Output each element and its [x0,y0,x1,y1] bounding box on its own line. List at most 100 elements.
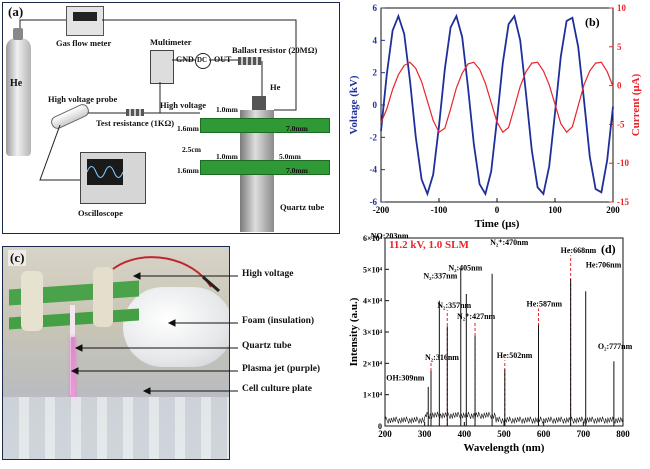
test-resistance-label: Test resistance (1KΩ) [96,118,175,128]
panel-d-label: (d) [601,242,616,256]
y-tick-label-d: 2×10⁴ [363,359,383,368]
oscilloscope-label: Oscilloscope [78,208,123,218]
y-axis-label-d: Intensity (a.u.) [348,297,360,366]
annotation-foam: Foam (insulation) [242,316,315,326]
current-series [380,61,614,134]
x-tick-label-b: 100 [548,205,562,215]
y-left-tick-label-b: -2 [370,132,378,142]
photo-frame [2,246,230,460]
multimeter [150,50,174,84]
dim-bot-50: 5.0mm [279,152,301,161]
spectrum-baseline [384,411,624,425]
peak-label: N₂:316nm [425,353,459,362]
bottom-plate [200,160,330,175]
holder-post-right [93,267,113,327]
peak-label: He:668nm [561,246,597,255]
dc-source: DC [195,53,211,69]
dim-top-16: 1.6mm [177,124,199,133]
gas-cylinder [6,38,31,156]
chart-title-d: 11.2 kV, 1.0 SLM [389,239,469,251]
panel-a-frame [2,2,340,234]
peak-label: N₂⁺:470nm [490,238,529,247]
peak-label: O₂:777nm [598,342,633,351]
annotation-arrows [70,272,238,395]
gas-flow-meter [66,6,104,36]
dim-bot-10: 1.0mm [216,152,238,161]
dim-top-10: 1.0mm [216,105,238,114]
hv-probe-label: High voltage probe [48,94,118,104]
y-tick-label-d: 1×10⁴ [363,391,383,400]
top-plate [200,118,330,133]
y-tick-label-d: 6×10⁴ [363,234,383,243]
annotation-high-voltage: High voltage [242,269,294,279]
gas-source-label: He [10,78,23,89]
multimeter-label: Multimeter [150,37,192,47]
test-resistor [126,109,144,116]
ballast-resistor-label: Ballast resistor (20MΩ) [232,45,318,55]
foam-insulation [123,287,229,367]
x-tick-label-d: 800 [616,429,630,439]
y-left-tick-label-b: -4 [370,165,378,175]
panel-c-label: (c) [8,250,27,266]
panel-c: (c) High voltage Foam (insulation) Quart… [0,240,355,464]
panel-d: 200 300 400 500 600 700 800 0 1×10⁴ 2×10⁴ 3×10⁴ 4×1… [345,230,650,464]
y-right-tick-label-b: -5 [617,119,625,129]
x-axis-label-d: Wavelength (nm) [464,442,545,454]
y-right-label-b: Current (μA) [630,73,642,136]
peak-label: N₂:405nm [448,263,482,272]
x-tick-label-b: 200 [606,205,620,215]
y-right-tick-label-b: 5 [617,42,622,52]
x-tick-label-d: 300 [418,429,432,439]
dc-label: DC [197,56,208,64]
dim-bot-70: 7.0mm [286,166,308,175]
voltage-series [380,13,614,197]
cell-culture-plate [3,397,229,459]
cylinder-valve [13,28,23,40]
x-tick-label-b: -100 [431,205,448,215]
dim-top-70: 7.0mm [286,124,308,133]
y-right-tick-label-b: -15 [617,197,629,207]
y-right-tick-label-b: 0 [617,81,622,91]
x-tick-label-b: -200 [373,205,390,215]
x-axis-label-b: Time (μs) [475,218,520,230]
x-tick-label-d: 700 [577,429,591,439]
peak-label: N₂:357nm [437,301,471,310]
chart-d: 200 300 400 500 600 700 800 0 1×10⁴ 2×10⁴ 3×10⁴ 4×1… [348,232,633,454]
dim-bot-16: 1.6mm [177,166,199,175]
x-tick-label-d: 500 [497,429,511,439]
y-left-tick-label-b: 2 [373,68,378,78]
oscilloscope [80,152,146,204]
panel-a: He Gas flow meter Multimeter GND DC OUT … [0,0,355,238]
x-tick-label-d: 600 [537,429,551,439]
y-right-tick-label-b: -10 [617,158,629,168]
hv-wire [112,256,220,293]
annotation-cell-plate: Cell culture plate [242,384,313,394]
y-left-tick-label-b: 0 [373,100,378,110]
peak-label: N₂:337nm [423,271,457,280]
peak-label: OH:309nm [386,374,425,383]
y-left-tick-label-b: -6 [370,197,378,207]
x-tick-label-d: 400 [458,429,472,439]
panel-b-label: (b) [585,15,600,29]
he-inlet-label: He [270,82,281,92]
y-tick-label-d: 3×10⁴ [363,328,383,337]
annotation-quartz-tube: Quartz tube [242,341,292,351]
y-tick-label-d: 5×10⁴ [363,265,383,274]
y-tick-label-d: 0 [378,422,382,431]
peak-label: NO:203nm [371,232,409,241]
annotation-plasma-jet: Plasma jet (purple) [242,364,321,374]
x-tick-label-b: 0 [495,205,500,215]
y-left-tick-label-b: 4 [373,35,378,45]
gas-flow-meter-label: Gas flow meter [56,38,112,48]
peak-label: He:587nm [527,300,563,309]
wiring-a [19,19,297,181]
x-tick-label-d: 200 [378,429,392,439]
peak-label: He:502nm [497,351,533,360]
y-tick-label-d: 4×10⁴ [363,297,383,306]
quartz-tube-label: Quartz tube [280,202,325,212]
ballast-resistor [238,57,262,65]
panel-a-label: (a) [8,4,24,19]
peak-label: He:706nm [586,260,622,269]
high-voltage-label: High voltage [160,100,207,110]
